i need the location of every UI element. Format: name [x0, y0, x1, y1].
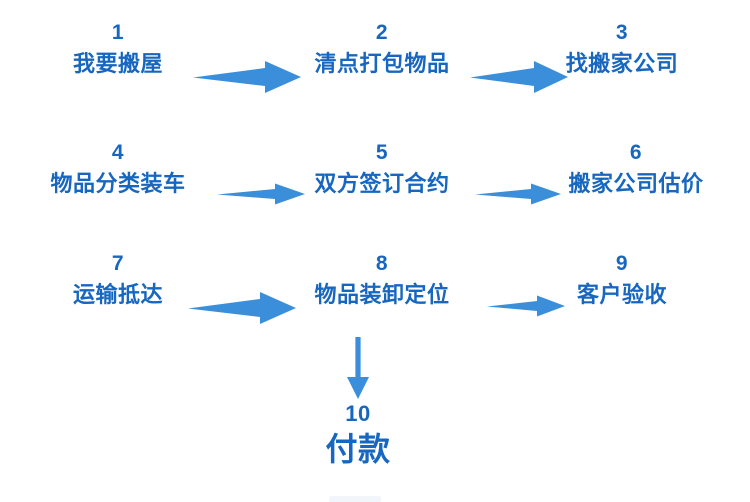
step-number: 7: [111, 252, 125, 275]
step-label: 找搬家公司: [565, 51, 679, 76]
step-node-1[interactable]: 1 我要搬屋: [73, 22, 163, 75]
step-label: 付款: [325, 431, 391, 467]
arrow-down-icon-step8-step10: [344, 337, 372, 399]
arrow-right-icon-step5-step6: [475, 181, 561, 207]
step-number: 5: [375, 141, 389, 164]
arrow-right-icon-step4-step5: [217, 181, 305, 207]
step-label: 清点打包物品: [314, 51, 450, 76]
step-node-9[interactable]: 9 客户验收: [577, 253, 667, 306]
bottom-clipped-artifact: [329, 496, 381, 502]
step-node-7[interactable]: 7 运输抵达: [73, 253, 163, 306]
step-label: 客户验收: [576, 282, 668, 307]
arrow-right-icon-step8-step9: [487, 293, 565, 319]
step-label: 双方签订合约: [314, 171, 450, 196]
step-node-10[interactable]: 10 付款: [325, 403, 390, 467]
arrow-right-icon-step2-step3: [470, 60, 568, 94]
arrow-right-icon-step7-step8: [188, 291, 296, 325]
step-label: 运输抵达: [72, 282, 164, 307]
step-number: 2: [375, 21, 389, 44]
arrow-right-icon-step1-step2: [193, 60, 301, 94]
step-number: 8: [375, 252, 389, 275]
step-node-6[interactable]: 6 搬家公司估价: [568, 142, 703, 195]
step-label: 物品分类装车: [50, 171, 186, 196]
step-node-5[interactable]: 5 双方签订合约: [314, 142, 449, 195]
step-label: 我要搬屋: [72, 51, 164, 76]
step-label: 搬家公司估价: [568, 171, 704, 196]
step-label: 物品装卸定位: [314, 282, 450, 307]
step-node-2[interactable]: 2 清点打包物品: [314, 22, 449, 75]
step-node-4[interactable]: 4 物品分类装车: [50, 142, 185, 195]
step-number: 9: [615, 252, 629, 275]
step-number: 1: [111, 21, 125, 44]
step-number: 6: [629, 141, 643, 164]
step-number: 10: [345, 401, 371, 426]
step-number: 4: [111, 141, 125, 164]
step-node-3[interactable]: 3 找搬家公司: [566, 22, 679, 75]
step-node-8[interactable]: 8 物品装卸定位: [314, 253, 449, 306]
step-number: 3: [615, 21, 629, 44]
